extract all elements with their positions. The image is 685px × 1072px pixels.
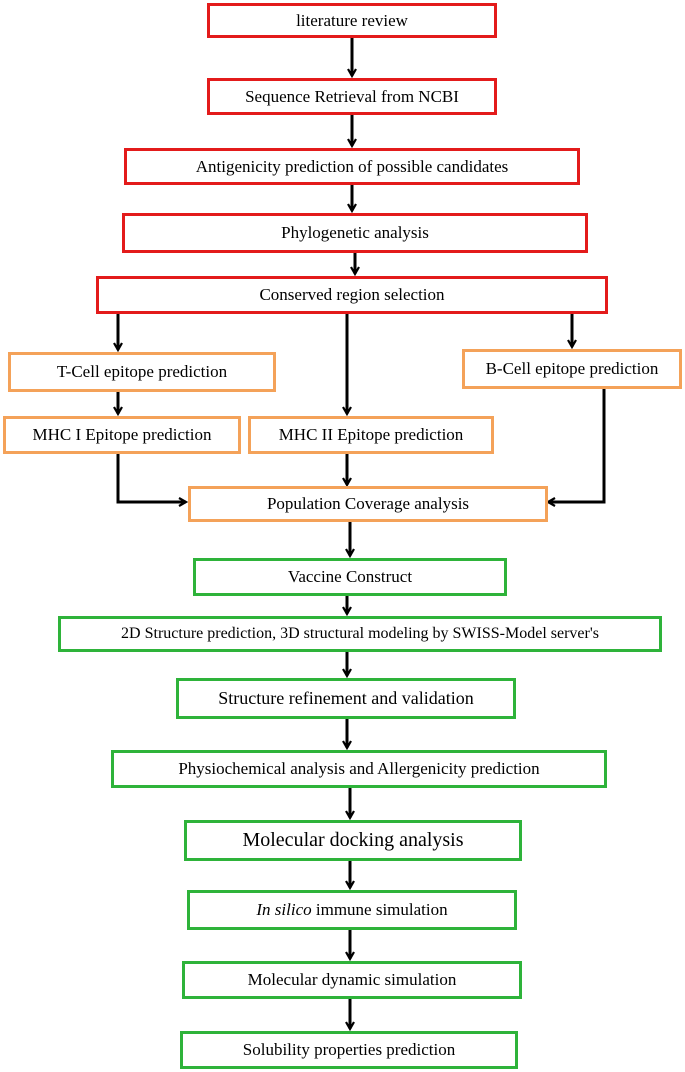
step-label: Population Coverage analysis xyxy=(266,494,470,513)
step-molecular-docking-analysis: Molecular docking analysis xyxy=(184,820,522,861)
step-label-italic: In silico xyxy=(256,900,312,919)
step-label: Phylogenetic analysis xyxy=(281,223,429,242)
step-label: MHC I Epitope prediction xyxy=(32,425,212,444)
step-label: T-Cell epitope prediction xyxy=(56,362,228,381)
step-label: MHC II Epitope prediction xyxy=(278,425,464,444)
step-literature-review: literature review xyxy=(207,3,497,38)
step-label: 2D Structure prediction, 3D structural m… xyxy=(121,625,599,642)
step-vaccine-construct: Vaccine Construct xyxy=(193,558,507,596)
step-label: Molecular docking analysis xyxy=(242,829,464,851)
arrow-mhc1-to-population xyxy=(116,452,186,502)
step-label: Structure refinement and validation xyxy=(218,688,474,708)
step-b-cell-epitope-prediction: B-Cell epitope prediction xyxy=(462,349,682,389)
arrow-bcell-to-population xyxy=(548,387,606,502)
step-label: Sequence Retrieval from NCBI xyxy=(245,86,459,106)
step-conserved-region-selection: Conserved region selection xyxy=(96,276,608,314)
step-in-silico-immune-simulation: In silico immune simulation xyxy=(187,890,517,930)
step-label: Conserved region selection xyxy=(259,285,445,304)
step-label: Physiochemical analysis and Allergenicit… xyxy=(178,759,540,778)
step-t-cell-epitope-prediction: T-Cell epitope prediction xyxy=(8,352,276,392)
step-label: In silico immune simulation xyxy=(256,900,447,920)
step-label: Antigenicity prediction of possible cand… xyxy=(195,156,509,176)
step-phylogenetic-analysis: Phylogenetic analysis xyxy=(122,213,588,253)
step-population-coverage-analysis: Population Coverage analysis xyxy=(188,486,548,522)
step-label: B-Cell epitope prediction xyxy=(485,359,659,378)
step-label: literature review xyxy=(296,10,408,30)
step-antigenicity-prediction: Antigenicity prediction of possible cand… xyxy=(124,148,580,185)
step-mhc2-epitope-prediction: MHC II Epitope prediction xyxy=(248,416,494,454)
step-sequence-retrieval: Sequence Retrieval from NCBI xyxy=(207,78,497,115)
step-structure-refinement-validation: Structure refinement and validation xyxy=(176,678,516,719)
step-label-rest: immune simulation xyxy=(311,900,448,919)
step-label: Molecular dynamic simulation xyxy=(247,970,457,989)
step-solubility-properties-prediction: Solubility properties prediction xyxy=(180,1031,518,1069)
step-mhc1-epitope-prediction: MHC I Epitope prediction xyxy=(3,416,241,454)
step-molecular-dynamic-simulation: Molecular dynamic simulation xyxy=(182,961,522,999)
step-label: Solubility properties prediction xyxy=(242,1040,456,1059)
step-physiochemical-allergenicity: Physiochemical analysis and Allergenicit… xyxy=(111,750,607,788)
step-structure-prediction-modeling: 2D Structure prediction, 3D structural m… xyxy=(58,616,662,652)
step-label: Vaccine Construct xyxy=(287,567,413,586)
